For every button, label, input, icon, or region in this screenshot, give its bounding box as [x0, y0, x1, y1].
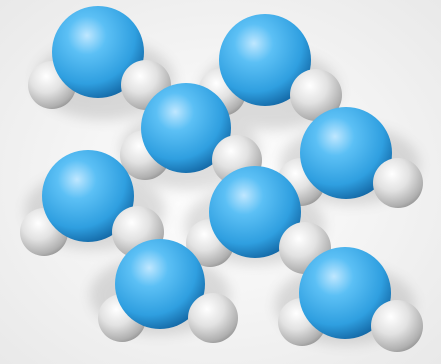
hydrogen-atom — [188, 293, 238, 343]
oxygen-atom — [300, 107, 392, 199]
hydrogen-atom — [290, 69, 342, 121]
water-molecule-7 — [98, 239, 238, 343]
water-molecule-8 — [278, 247, 423, 352]
oxygen-atom — [299, 247, 391, 339]
oxygen-atom — [209, 166, 301, 258]
oxygen-atom — [141, 83, 231, 173]
oxygen-atom — [115, 239, 205, 329]
water-molecule-3 — [120, 83, 262, 185]
oxygen-atom — [219, 14, 311, 106]
water-molecule-6 — [186, 166, 331, 274]
water-molecule-2 — [198, 14, 342, 121]
oxygen-atom — [52, 6, 144, 98]
hydrogen-atom — [373, 158, 423, 208]
oxygen-atom — [42, 150, 134, 242]
hydrogen-atom — [371, 300, 423, 352]
